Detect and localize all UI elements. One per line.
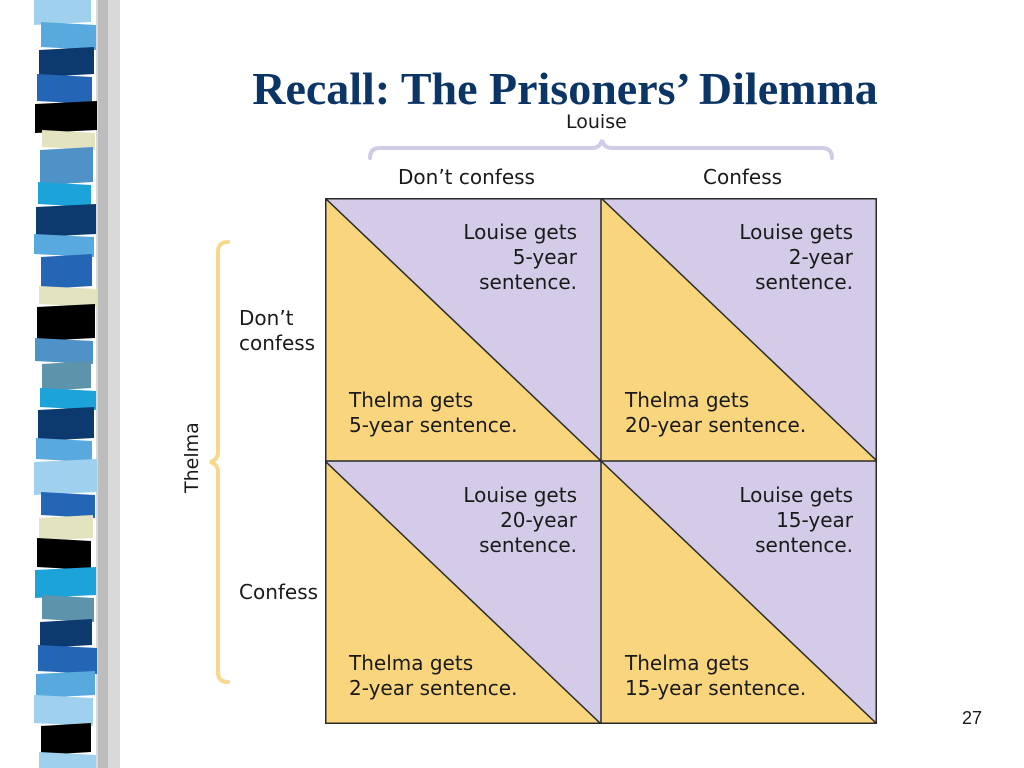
thelma-payoff: Thelma gets 5-year sentence. (349, 388, 518, 437)
thelma-payoff: Thelma gets 20-year sentence. (625, 388, 807, 437)
row-strategy-dont-confess: Don’t confess (239, 306, 316, 355)
cell-dont-confess: Louise gets 2-year sentence. Thelma gets… (601, 198, 877, 461)
matrix-grid (325, 198, 877, 724)
decorative-side-strip (34, 0, 120, 768)
thelma-payoff: Thelma gets 15-year sentence. (625, 651, 807, 700)
row-strategy-confess: Confess (239, 580, 319, 604)
column-player-label: Louise (566, 111, 627, 133)
louise-payoff: Louise gets 2-year sentence. (739, 220, 853, 294)
column-player-bracket (368, 139, 834, 160)
louise-payoff: Louise gets 20-year sentence. (463, 483, 577, 557)
row-player-bracket (209, 240, 230, 684)
column-strategy-confess: Confess (703, 165, 783, 189)
row-player-label: Thelma (181, 422, 203, 493)
louise-payoff: Louise gets 5-year sentence. (463, 220, 577, 294)
thelma-payoff: Thelma gets 2-year sentence. (349, 651, 518, 700)
cell-confess-dont: Louise gets 20-year sentence. Thelma get… (325, 461, 601, 724)
page-number: 27 (962, 708, 983, 728)
louise-payoff: Louise gets 15-year sentence. (739, 483, 853, 557)
column-strategy-dont-confess: Don’t confess (398, 165, 535, 189)
slide-title: Recall: The Prisoners’ Dilemma (252, 63, 878, 114)
cell-dont-dont: Louise gets 5-year sentence. Thelma gets… (325, 198, 601, 461)
payoff-matrix: Louise gets 5-year sentence. Thelma gets… (325, 198, 877, 724)
cell-confess-confess: Louise gets 15-year sentence. Thelma get… (601, 461, 877, 724)
